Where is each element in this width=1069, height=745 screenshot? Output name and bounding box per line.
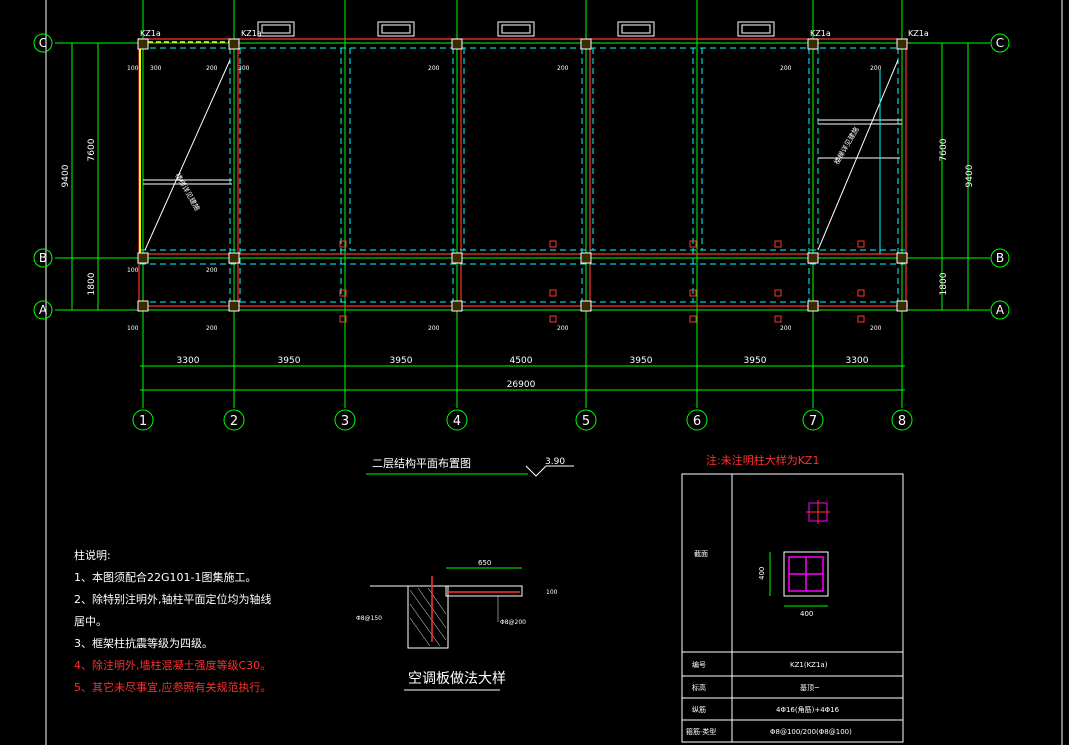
- row-label-c-right: C: [996, 36, 1004, 50]
- col-label-7: 7: [809, 414, 817, 429]
- offset-c8: 300: [238, 65, 250, 72]
- offset-c4: 200: [206, 267, 218, 274]
- elevation-value: 3.90: [545, 457, 565, 467]
- table-note: 注:未注明柱大样为KZ1: [706, 453, 819, 467]
- bottom-dimension-lines: [140, 362, 905, 394]
- column-axis-bubbles: [132, 409, 913, 431]
- column-tag-7: KZ1a: [810, 29, 831, 38]
- notes-heading: 柱说明:: [74, 549, 111, 562]
- col-label-4: 4: [453, 414, 461, 429]
- offset-c16: 200: [870, 325, 882, 332]
- col-label-8: 8: [898, 414, 906, 429]
- row-axis-bubbles: [33, 33, 1010, 320]
- offset-c10: 200: [557, 65, 569, 72]
- column-schedule-table: [681, 473, 904, 743]
- note-2a: 2、除特别注明外,轴柱平面定位均为轴线: [74, 593, 272, 606]
- table-val-stirrup: Φ8@100/200(Φ8@100): [770, 728, 852, 736]
- right-dimension-lines: [938, 42, 972, 311]
- dim-left-total: 9400: [61, 164, 71, 187]
- offset-c7: 300: [150, 65, 162, 72]
- detail-rebar-left: Φ8@150: [356, 615, 382, 622]
- ac-slab-detail: 650 100 Φ8@150 Φ8@200: [356, 559, 558, 649]
- offset-c14: 200: [557, 325, 569, 332]
- window-symbols: [257, 21, 775, 37]
- column-tag-1: KZ1a: [140, 29, 161, 38]
- col-label-2: 2: [230, 414, 238, 429]
- table-row-stirrup: 箍筋·类型: [686, 727, 716, 736]
- dim-left-lower: 1800: [87, 272, 97, 295]
- offset-c1: 100: [127, 65, 139, 72]
- offset-c15: 200: [780, 325, 792, 332]
- offset-c6: 200: [206, 325, 218, 332]
- table-val-elev: 基顶~: [800, 683, 820, 692]
- col-label-1: 1: [139, 414, 147, 429]
- offset-c2: 200: [206, 65, 218, 72]
- dim-span-3: 3950: [390, 356, 413, 366]
- dim-span-2: 3950: [278, 356, 301, 366]
- offset-c9: 200: [428, 65, 440, 72]
- row-label-a-left: A: [39, 303, 48, 317]
- row-label-c-left: C: [39, 36, 47, 50]
- offset-c12: 200: [870, 65, 882, 72]
- note-2b: 居中。: [74, 615, 107, 628]
- stair-label-left: 楼梯详见建施: [173, 172, 202, 213]
- row-label-a-right: A: [996, 303, 1005, 317]
- dim-total: 26900: [507, 380, 536, 390]
- beam-lines: [138, 38, 908, 307]
- dim-span-7: 3300: [846, 356, 869, 366]
- table-row-section: 截面: [694, 549, 708, 558]
- detail-rebar-note: Φ8@200: [500, 619, 526, 626]
- col-label-5: 5: [582, 414, 590, 429]
- offset-c5: 100: [127, 325, 139, 332]
- table-section-h: 400: [758, 567, 766, 580]
- columns: [137, 38, 908, 312]
- detail-title: 空调板做法大样: [408, 671, 506, 687]
- note-1: 1、本图须配合22G101-1图集施工。: [74, 571, 257, 584]
- table-row-elev: 标高: [692, 683, 706, 692]
- table-section-b: 400: [800, 610, 813, 618]
- dim-span-1: 3300: [177, 356, 200, 366]
- dim-right-total: 9400: [965, 164, 975, 187]
- dim-left-upper: 7600: [87, 138, 97, 161]
- dim-right-lower: 1800: [939, 272, 949, 295]
- table-row-no: 编号: [692, 660, 706, 669]
- vertical-grid-lines: [142, 0, 903, 408]
- column-tag-8: KZ1a: [908, 29, 929, 38]
- detail-width: 650: [478, 559, 491, 567]
- elevation-marker: [525, 465, 574, 477]
- table-val-bars: 4Φ16(角筋)+4Φ16: [776, 705, 840, 714]
- left-dimension-lines: [68, 42, 102, 311]
- column-tag-2: KZ1a: [241, 29, 262, 38]
- column-small-posts: [339, 240, 865, 323]
- column-section-sketch: [769, 500, 830, 607]
- row-label-b-left: B: [39, 251, 47, 265]
- offset-c3: 100: [127, 267, 139, 274]
- dim-span-6: 3950: [744, 356, 767, 366]
- note-4: 4、除注明外,墙柱混凝土强度等级C30。: [74, 659, 272, 672]
- dim-span-5: 3950: [630, 356, 653, 366]
- col-label-3: 3: [341, 414, 349, 429]
- stair-outline: [139, 41, 902, 256]
- offset-c13: 200: [428, 325, 440, 332]
- detail-thick: 100: [546, 589, 558, 596]
- dim-span-4: 4500: [510, 356, 533, 366]
- row-label-b-right: B: [996, 251, 1004, 265]
- dim-right-upper: 7600: [939, 138, 949, 161]
- table-val-no: KZ1(KZ1a): [790, 661, 828, 669]
- table-row-bars: 纵筋: [692, 705, 706, 714]
- column-notes: 柱说明: 1、本图须配合22G101-1图集施工。 2、除特别注明外,轴柱平面定…: [74, 545, 272, 699]
- plan-title: 二层结构平面布置图: [372, 456, 471, 470]
- note-5: 5、其它未尽事宜,应参照有关规范执行。: [74, 681, 272, 694]
- note-3: 3、框架柱抗震等级为四级。: [74, 637, 213, 650]
- horizontal-grid-lines: [55, 42, 990, 311]
- dashed-beam-lines: [140, 47, 905, 303]
- col-label-6: 6: [693, 414, 701, 429]
- offset-c11: 200: [780, 65, 792, 72]
